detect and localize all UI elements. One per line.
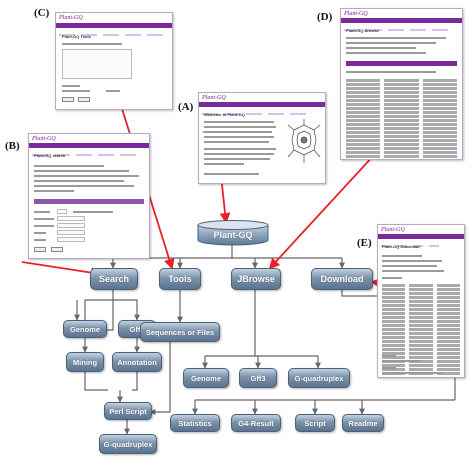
panel-e-site-title: Plant-GQ: [381, 227, 405, 233]
panel-e-heading: Plant-GQ Download: [382, 244, 420, 249]
download-node[interactable]: Download: [311, 268, 373, 290]
panel-e-label: (E): [357, 237, 372, 249]
jbrowse-genome-node[interactable]: Genome: [183, 368, 229, 388]
panel-c-site-title: Plant-GQ: [59, 15, 83, 21]
panel-a-home-screenshot: Plant-GQ Welcome to Plant-GQ: [198, 92, 326, 184]
panel-b-label: (B): [5, 140, 20, 152]
panel-b-search-button: [34, 247, 46, 252]
panel-c-heading: Plant-GQ Tools: [62, 34, 91, 39]
panel-a-site-title: Plant-GQ: [202, 95, 226, 101]
panel-d-browse-screenshot: Plant-GQ Plant-GQ Browse: [340, 8, 463, 160]
panel-c-tools-screenshot: Plant-GQ Plant-GQ Tools: [55, 12, 173, 110]
panel-b-reset-button: [51, 247, 63, 252]
panel-b-heading: Plant-GQ search: [34, 153, 66, 158]
perl-script-node[interactable]: Perl Script: [104, 402, 152, 420]
g-quadruplex-structure-icon: [287, 119, 321, 163]
panel-e-download-screenshot: Plant-GQ Plant-GQ Download: [377, 224, 465, 378]
search-genome-node[interactable]: Genome: [63, 320, 107, 338]
panel-c-label: (C): [34, 7, 50, 19]
statistics-node[interactable]: Statistics: [170, 414, 220, 432]
panel-d-heading: Plant-GQ Browse: [346, 28, 379, 33]
panel-d-species-table: [346, 79, 457, 159]
panel-b-site-title: Plant-GQ: [32, 136, 56, 142]
panel-b-search-screenshot: Plant-GQ Plant-GQ search: [28, 133, 150, 259]
panel-a-label: (A): [178, 101, 194, 113]
mining-node[interactable]: Mining: [66, 352, 104, 372]
search-node[interactable]: Search: [90, 268, 138, 290]
jbrowse-gff3-node[interactable]: Gff3: [239, 368, 277, 388]
readme-node[interactable]: Readme: [342, 414, 384, 432]
panel-c-sequence-box: [62, 49, 132, 79]
jbrowse-node[interactable]: JBrowse: [231, 268, 281, 290]
g-quadruplex-result-node[interactable]: G-quadruplex: [99, 434, 157, 454]
g4-result-node[interactable]: G4-Result: [231, 414, 281, 432]
jbrowse-g-quadruplex-node[interactable]: G-quadruplex: [288, 368, 350, 388]
panel-a-heading: Welcome to Plant-GQ: [204, 112, 245, 117]
tools-node[interactable]: Tools: [159, 268, 201, 290]
panel-e-file-table: [382, 284, 460, 375]
script-node[interactable]: Script: [295, 414, 335, 432]
sequences-or-files-node[interactable]: Sequences or Files: [140, 322, 220, 342]
panel-d-label: (D): [317, 11, 333, 23]
plant-gq-database-label: Plant-GQ: [213, 230, 253, 240]
panel-c-submit-button: [62, 97, 74, 102]
annotation-node[interactable]: Annotation: [112, 352, 162, 372]
panel-d-site-title: Plant-GQ: [344, 11, 368, 17]
panel-c-reset-button: [78, 97, 90, 102]
plant-gq-database: Plant-GQ: [197, 220, 269, 246]
